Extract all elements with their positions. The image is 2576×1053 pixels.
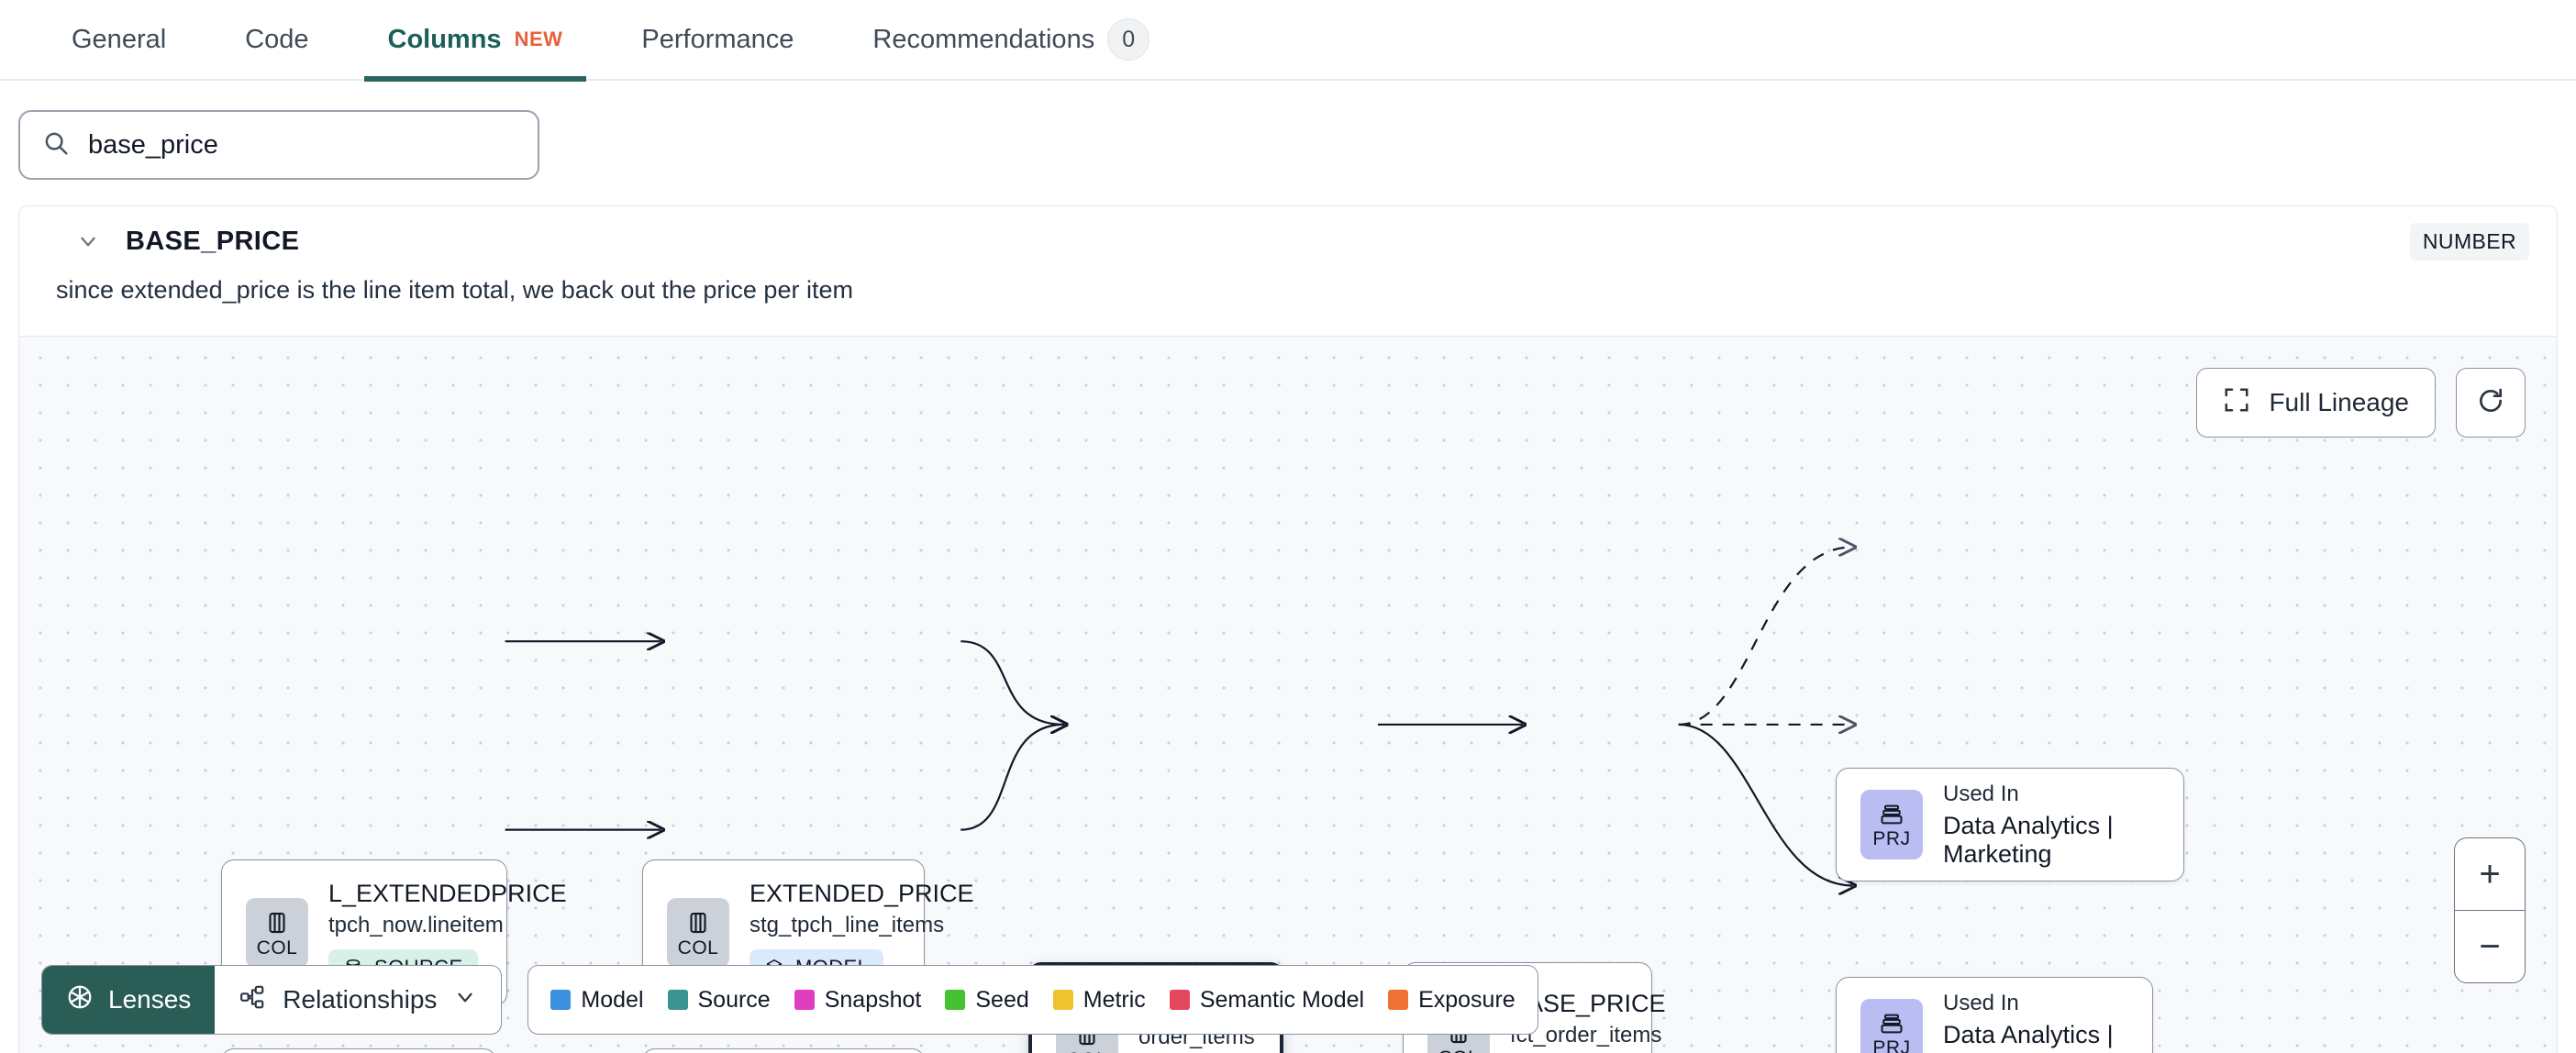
legend-swatch bbox=[945, 990, 966, 1010]
legend-label: Exposure bbox=[1418, 986, 1516, 1013]
refresh-button[interactable] bbox=[2456, 368, 2526, 438]
node-name: EXTENDED_PRICE bbox=[749, 880, 974, 907]
refresh-icon bbox=[2476, 386, 2505, 420]
legend-swatch bbox=[1052, 990, 1073, 1010]
column-icon: COL bbox=[667, 898, 729, 968]
tab-label: Code bbox=[245, 24, 309, 54]
lineage-edges bbox=[505, 337, 2557, 1053]
column-panel: BASE_PRICE NUMBER since extended_price i… bbox=[18, 205, 2558, 336]
legend-label: Source bbox=[697, 986, 771, 1013]
search-icon bbox=[42, 129, 70, 161]
legend-swatch bbox=[1388, 990, 1409, 1010]
node-kind-label: COL bbox=[1067, 1050, 1108, 1053]
tab-label: Recommendations bbox=[872, 24, 1095, 54]
zoom-in-button[interactable]: + bbox=[2479, 853, 2501, 894]
lenses-label: Lenses bbox=[108, 985, 192, 1014]
data-type-badge: NUMBER bbox=[2409, 222, 2529, 260]
node-name: L_EXTENDEDPRICE bbox=[328, 880, 567, 907]
legend-item-snapshot: Snapshot bbox=[794, 986, 922, 1014]
legend-label: Seed bbox=[975, 986, 1029, 1013]
node-kind-label: COL bbox=[677, 937, 719, 959]
node-project-name: Data Analytics | Sales bbox=[1943, 1020, 2114, 1053]
chevron-down-icon bbox=[453, 985, 477, 1015]
node-kind-label: COL bbox=[256, 937, 298, 959]
tab-bar: General Code Columns NEW Performance Rec… bbox=[0, 0, 2576, 82]
column-description: since extended_price is the line item to… bbox=[56, 276, 853, 304]
legend-item-seed: Seed bbox=[945, 986, 1029, 1014]
lineage-node-project-marketing[interactable]: PRJ Used In Data Analytics | Marketing bbox=[1836, 768, 2184, 881]
tab-label: Columns bbox=[387, 24, 502, 54]
chevron-down-icon[interactable] bbox=[74, 227, 102, 255]
expand-frame-icon bbox=[2223, 386, 2250, 420]
lenses-relationships-group: Lenses Relationships bbox=[41, 965, 503, 1035]
node-used-in-label: Used In bbox=[1943, 781, 2019, 806]
lineage-canvas[interactable]: Full Lineage COL L_EXTENDEDPRICE tpch_no… bbox=[18, 336, 2558, 1053]
node-project-name: Data Analytics | Marketing bbox=[1943, 811, 2114, 868]
legend-item-source: Source bbox=[667, 986, 771, 1014]
full-lineage-label: Full Lineage bbox=[2269, 388, 2409, 416]
tab-code[interactable]: Code bbox=[221, 0, 332, 80]
page-title: BASE_PRICE bbox=[126, 226, 300, 256]
full-lineage-button[interactable]: Full Lineage bbox=[2196, 368, 2436, 438]
tab-general[interactable]: General bbox=[48, 0, 190, 80]
tab-label: General bbox=[72, 24, 167, 54]
node-parent: stg_tpch_line_items bbox=[749, 913, 945, 937]
lineage-node-project-sales[interactable]: PRJ Used In Data Analytics | Sales bbox=[1836, 977, 2153, 1053]
search-area bbox=[0, 81, 2576, 205]
tab-columns[interactable]: Columns NEW bbox=[363, 0, 587, 82]
node-kind-label: PRJ bbox=[1872, 827, 1911, 849]
node-parent: tpch_now.lineitem bbox=[328, 913, 504, 937]
graph-nodes-icon bbox=[239, 983, 266, 1017]
legend-item-semantic-model: Semantic Model bbox=[1169, 986, 1365, 1014]
zoom-out-button[interactable]: − bbox=[2479, 926, 2501, 967]
tab-recommendations[interactable]: Recommendations 0 bbox=[849, 0, 1173, 80]
legend-swatch bbox=[1169, 990, 1190, 1010]
legend-item-metric: Metric bbox=[1052, 986, 1146, 1014]
legend-swatch bbox=[794, 990, 815, 1010]
lineage-node-quantity[interactable]: COL QUANTITY stg_tpch_line_items MODEL bbox=[642, 1048, 925, 1053]
legend-item-model: Model bbox=[550, 986, 644, 1014]
node-type-legend: Model Source Snapshot Seed Metric Semant… bbox=[527, 965, 1538, 1035]
zoom-controls: + − bbox=[2454, 837, 2526, 983]
node-body: Used In Data Analytics | Marketing bbox=[1943, 781, 2160, 869]
tab-performance[interactable]: Performance bbox=[617, 0, 817, 80]
node-kind-label: COL bbox=[1438, 1048, 1480, 1053]
legend-label: Semantic Model bbox=[1199, 986, 1365, 1013]
relationships-label: Relationships bbox=[283, 985, 438, 1014]
legend-label: Metric bbox=[1083, 986, 1146, 1013]
tab-new-badge: NEW bbox=[514, 28, 563, 50]
column-panel-header[interactable]: BASE_PRICE NUMBER bbox=[19, 206, 2557, 276]
legend-label: Snapshot bbox=[824, 986, 922, 1013]
column-icon: COL bbox=[246, 898, 308, 968]
canvas-toolbar: Lenses Relationships bbox=[41, 965, 1538, 1035]
lenses-button[interactable]: Lenses bbox=[42, 966, 216, 1034]
project-icon: PRJ bbox=[1860, 790, 1923, 859]
project-icon: PRJ bbox=[1860, 999, 1923, 1053]
lineage-node-l-quantity[interactable]: COL L_QUANTITY tpch_now.lineitem SOURCE bbox=[221, 1048, 496, 1053]
canvas-top-controls: Full Lineage bbox=[2196, 368, 2526, 438]
node-used-in-label: Used In bbox=[1943, 990, 2019, 1015]
node-kind-label: PRJ bbox=[1872, 1036, 1911, 1053]
node-body: Used In Data Analytics | Sales bbox=[1943, 991, 2128, 1053]
search-input[interactable] bbox=[88, 129, 516, 161]
legend-item-exposure: Exposure bbox=[1388, 987, 1516, 1014]
recommendations-count-badge: 0 bbox=[1107, 18, 1150, 61]
legend-swatch bbox=[550, 990, 572, 1010]
search-box[interactable] bbox=[18, 110, 539, 180]
relationships-dropdown[interactable]: Relationships bbox=[215, 966, 501, 1034]
aperture-icon bbox=[66, 983, 94, 1017]
legend-label: Model bbox=[581, 986, 644, 1013]
tab-label: Performance bbox=[641, 24, 794, 54]
legend-swatch bbox=[667, 990, 688, 1010]
divider bbox=[2455, 910, 2525, 911]
